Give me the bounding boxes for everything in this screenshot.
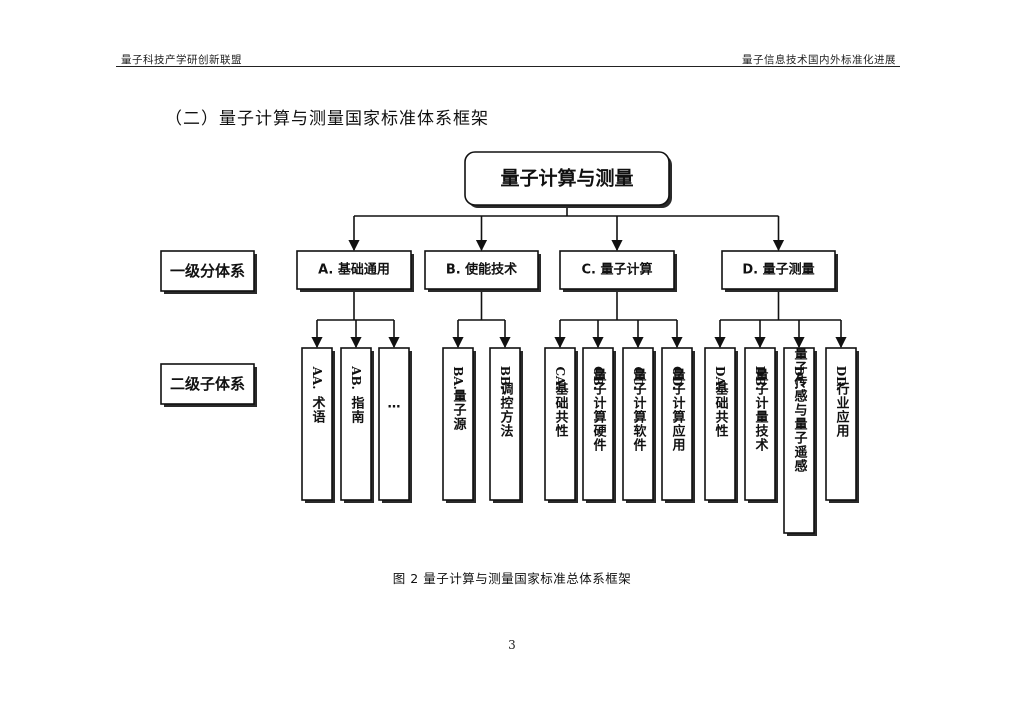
level2-node-name: 量子源 [451,389,467,431]
level1-node-b: B. 使能技术 [424,250,541,292]
level1-node-label: A. 基础通用 [318,262,390,278]
level2-node-name: … [388,397,401,412]
level2-node-code: DB. [753,366,767,391]
level2-node-name: 量子计量技术 [753,368,770,452]
level2-node-code: CD. [670,366,684,390]
header-rule [116,66,900,67]
level2-node: BB.调控方法 [489,347,523,503]
root-node: 量子计算与测量 [464,151,672,208]
level2-node: AB. 指南 [340,347,374,503]
level2-node-code: DA. [713,366,727,390]
level2-node: … [378,347,412,503]
level2-node: DB.量子计量技术 [744,347,778,503]
level2-node: AA. 术语 [301,347,335,503]
level2-node-code: BA. [451,366,465,390]
level1-label-box: 一级分体系 [160,250,257,294]
level2-node: CA.基础共性 [544,347,578,503]
figure-caption: 图 2 量子计算与测量国家标准总体系框架 [392,571,632,586]
level2-node-name: 量子计算应用 [670,368,687,452]
level2-node-name: 量子传感与量子遥感 [792,347,809,473]
level2-node-code: AA. [310,366,324,390]
level2-node-code: CB. [591,366,605,390]
level2-label: 二级子体系 [170,375,245,393]
header-right: 量子信息技术国内外标准化进展 [742,54,896,66]
level2-node-code: AB. [349,365,363,390]
level2-node: DC.量子传感与量子遥感 [783,347,817,536]
level2-node-name: 基础共性 [553,381,570,438]
level2-node: CB.量子计算硬件 [582,347,616,503]
level2-node-name: 指南 [349,395,365,424]
level2-node-name: 行业应用 [834,381,851,438]
header-left: 量子科技产学研创新联盟 [121,54,242,66]
level1-label: 一级分体系 [170,262,245,280]
level2-label-box: 二级子体系 [160,363,257,407]
level2-node: CC.量子计算软件 [622,347,656,503]
page-number: 3 [508,638,516,652]
level2-node-code: CA. [553,366,567,389]
level2-node-name: 量子计算硬件 [591,368,607,452]
level2-node-code: CC. [631,366,645,389]
level2-node-code: DC. [792,366,806,390]
level2-node-name: 量子计算软件 [631,368,647,452]
level2-node: DD.行业应用 [825,347,859,503]
level2-node-code: DD. [834,366,848,391]
level1-node-label: B. 使能技术 [446,262,517,278]
level2-node-name: 基础共性 [713,381,730,438]
level1-node-d: D. 量子测量 [721,250,838,292]
level2-node: DA.基础共性 [704,347,738,503]
level1-node-a: A. 基础通用 [296,250,414,292]
level1-node-label: D. 量子测量 [742,262,814,278]
level2-node-name: 术语 [310,395,327,424]
root-node-label: 量子计算与测量 [500,167,633,190]
level2-node-code: BB. [498,366,512,390]
level1-node-c: C. 量子计算 [559,250,677,292]
level2-node: BA.量子源 [442,347,476,503]
section-title: （二）量子计算与测量国家标准体系框架 [165,109,489,129]
level1-node-label: C. 量子计算 [581,262,652,278]
level2-node-name: 调控方法 [498,382,514,438]
level2-node: CD.量子计算应用 [661,347,695,503]
